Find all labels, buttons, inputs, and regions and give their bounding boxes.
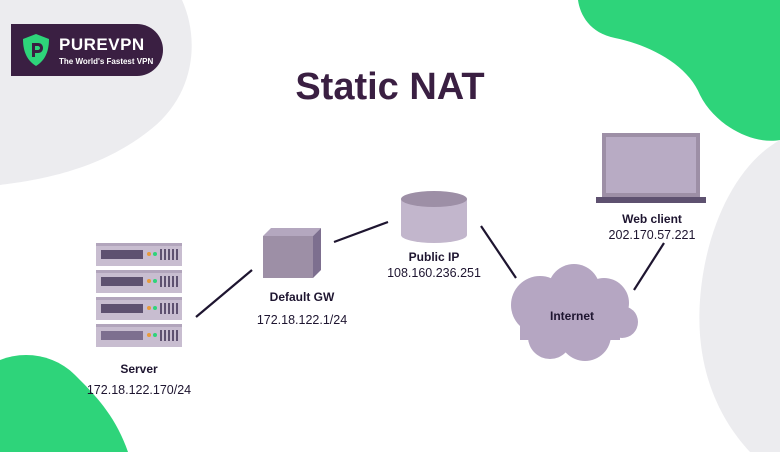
bottom-left-green-blob <box>0 355 128 452</box>
web-client-ip-label: 202.170.57.221 <box>608 228 696 242</box>
shield-icon <box>23 34 49 66</box>
internet-name-label: Internet <box>549 309 595 323</box>
link-gateway-public-ip <box>333 220 389 244</box>
brand-badge: PUREVPN The World's Fastest VPN <box>11 24 163 76</box>
right-gray-blob <box>699 140 780 452</box>
public-ip-name-label: Public IP <box>408 250 460 264</box>
public-ip-address-label: 108.160.236.251 <box>387 266 481 280</box>
gateway-name-label: Default GW <box>269 290 335 304</box>
link-server-gateway <box>195 269 253 318</box>
brand-tagline: The World's Fastest VPN <box>59 57 154 66</box>
brand-name: PUREVPN <box>59 35 145 54</box>
server-ip-label: 172.18.122.170/24 <box>86 383 192 397</box>
link-public-ip-internet <box>480 225 517 279</box>
database-cylinder-icon <box>401 191 467 243</box>
server-rack-icon <box>96 243 182 347</box>
link-internet-web-client <box>633 242 665 291</box>
laptop-icon <box>596 133 706 203</box>
gateway-box-icon <box>263 228 321 278</box>
top-right-green-blob <box>578 0 780 141</box>
web-client-name-label: Web client <box>622 212 682 226</box>
server-name-label: Server <box>120 362 158 376</box>
cloud-icon <box>511 264 638 361</box>
page-title: Static NAT <box>295 66 485 108</box>
gateway-ip-label: 172.18.122.1/24 <box>256 313 348 327</box>
